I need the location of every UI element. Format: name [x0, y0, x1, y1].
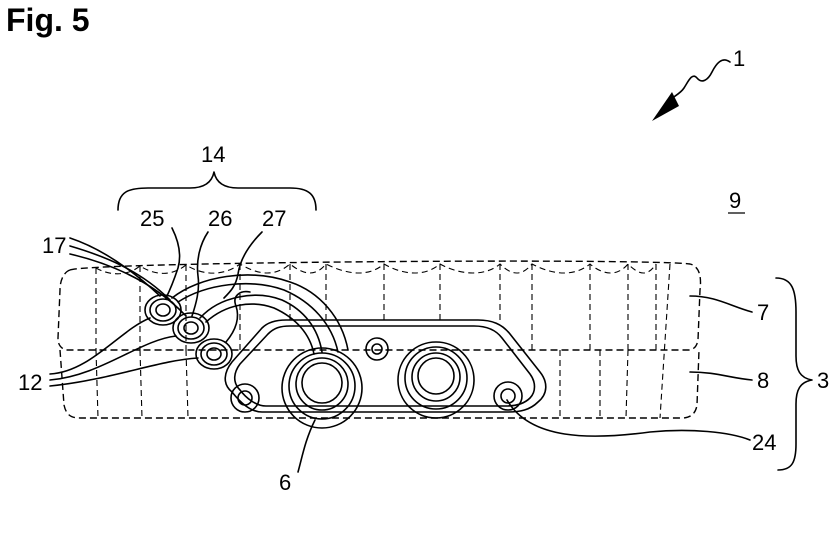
- ref-numeral-3: 3: [817, 368, 829, 393]
- port-6-left: [281, 347, 363, 429]
- tank-top-bumps: [95, 263, 657, 275]
- ref-numeral-9: 9: [729, 188, 741, 213]
- bolt-hole-right: [493, 381, 523, 411]
- leader-8: [689, 371, 753, 381]
- ref-9-group: 9: [728, 188, 745, 214]
- ref-numeral-8: 8: [757, 368, 769, 393]
- ref-numeral-14: 14: [201, 142, 225, 167]
- ref-numeral-24: 24: [752, 430, 776, 455]
- ref-numeral-12: 12: [18, 370, 42, 395]
- leader-7: [689, 295, 753, 313]
- connector-lower: [195, 338, 233, 370]
- flange-outline-inner: [233, 325, 536, 407]
- bolt-hole-left: [230, 383, 260, 413]
- ref-numeral-26: 26: [208, 206, 232, 231]
- flange-outline-outer: [224, 319, 547, 413]
- tank-body: [57, 260, 702, 419]
- figure-title: Fig. 5: [6, 2, 90, 38]
- ref-numeral-17: 17: [42, 233, 66, 258]
- connector-middle: [172, 312, 210, 344]
- leaders-17: [69, 237, 187, 317]
- leader-27: [223, 231, 263, 299]
- ref-1-group: 1: [652, 46, 745, 121]
- ref-numeral-6: 6: [279, 470, 291, 495]
- ref-numeral-7: 7: [757, 300, 769, 325]
- port-right: [397, 341, 475, 419]
- brace-3: [775, 277, 813, 471]
- flange-plate: [224, 319, 547, 413]
- tank-upper-shell: [57, 260, 702, 351]
- leader-26: [191, 231, 209, 317]
- ref-14-group: 14: [117, 142, 317, 211]
- ref-numeral-25: 25: [140, 206, 164, 231]
- ref-numeral-1: 1: [733, 46, 745, 71]
- ref-1-wavy-leader: [669, 59, 731, 101]
- ref-1-arrowhead: [652, 92, 679, 121]
- tank-ribs: [95, 263, 671, 419]
- tank-lower-shell: [59, 349, 700, 419]
- ref-numeral-27: 27: [262, 206, 286, 231]
- leader-6: [297, 419, 316, 473]
- connector-lines: [171, 274, 349, 355]
- brace-14: [117, 171, 317, 211]
- leaders-12: [49, 317, 199, 387]
- leader-24: [506, 399, 751, 441]
- bolt-hole-top: [365, 337, 389, 361]
- leader-25: [165, 227, 181, 299]
